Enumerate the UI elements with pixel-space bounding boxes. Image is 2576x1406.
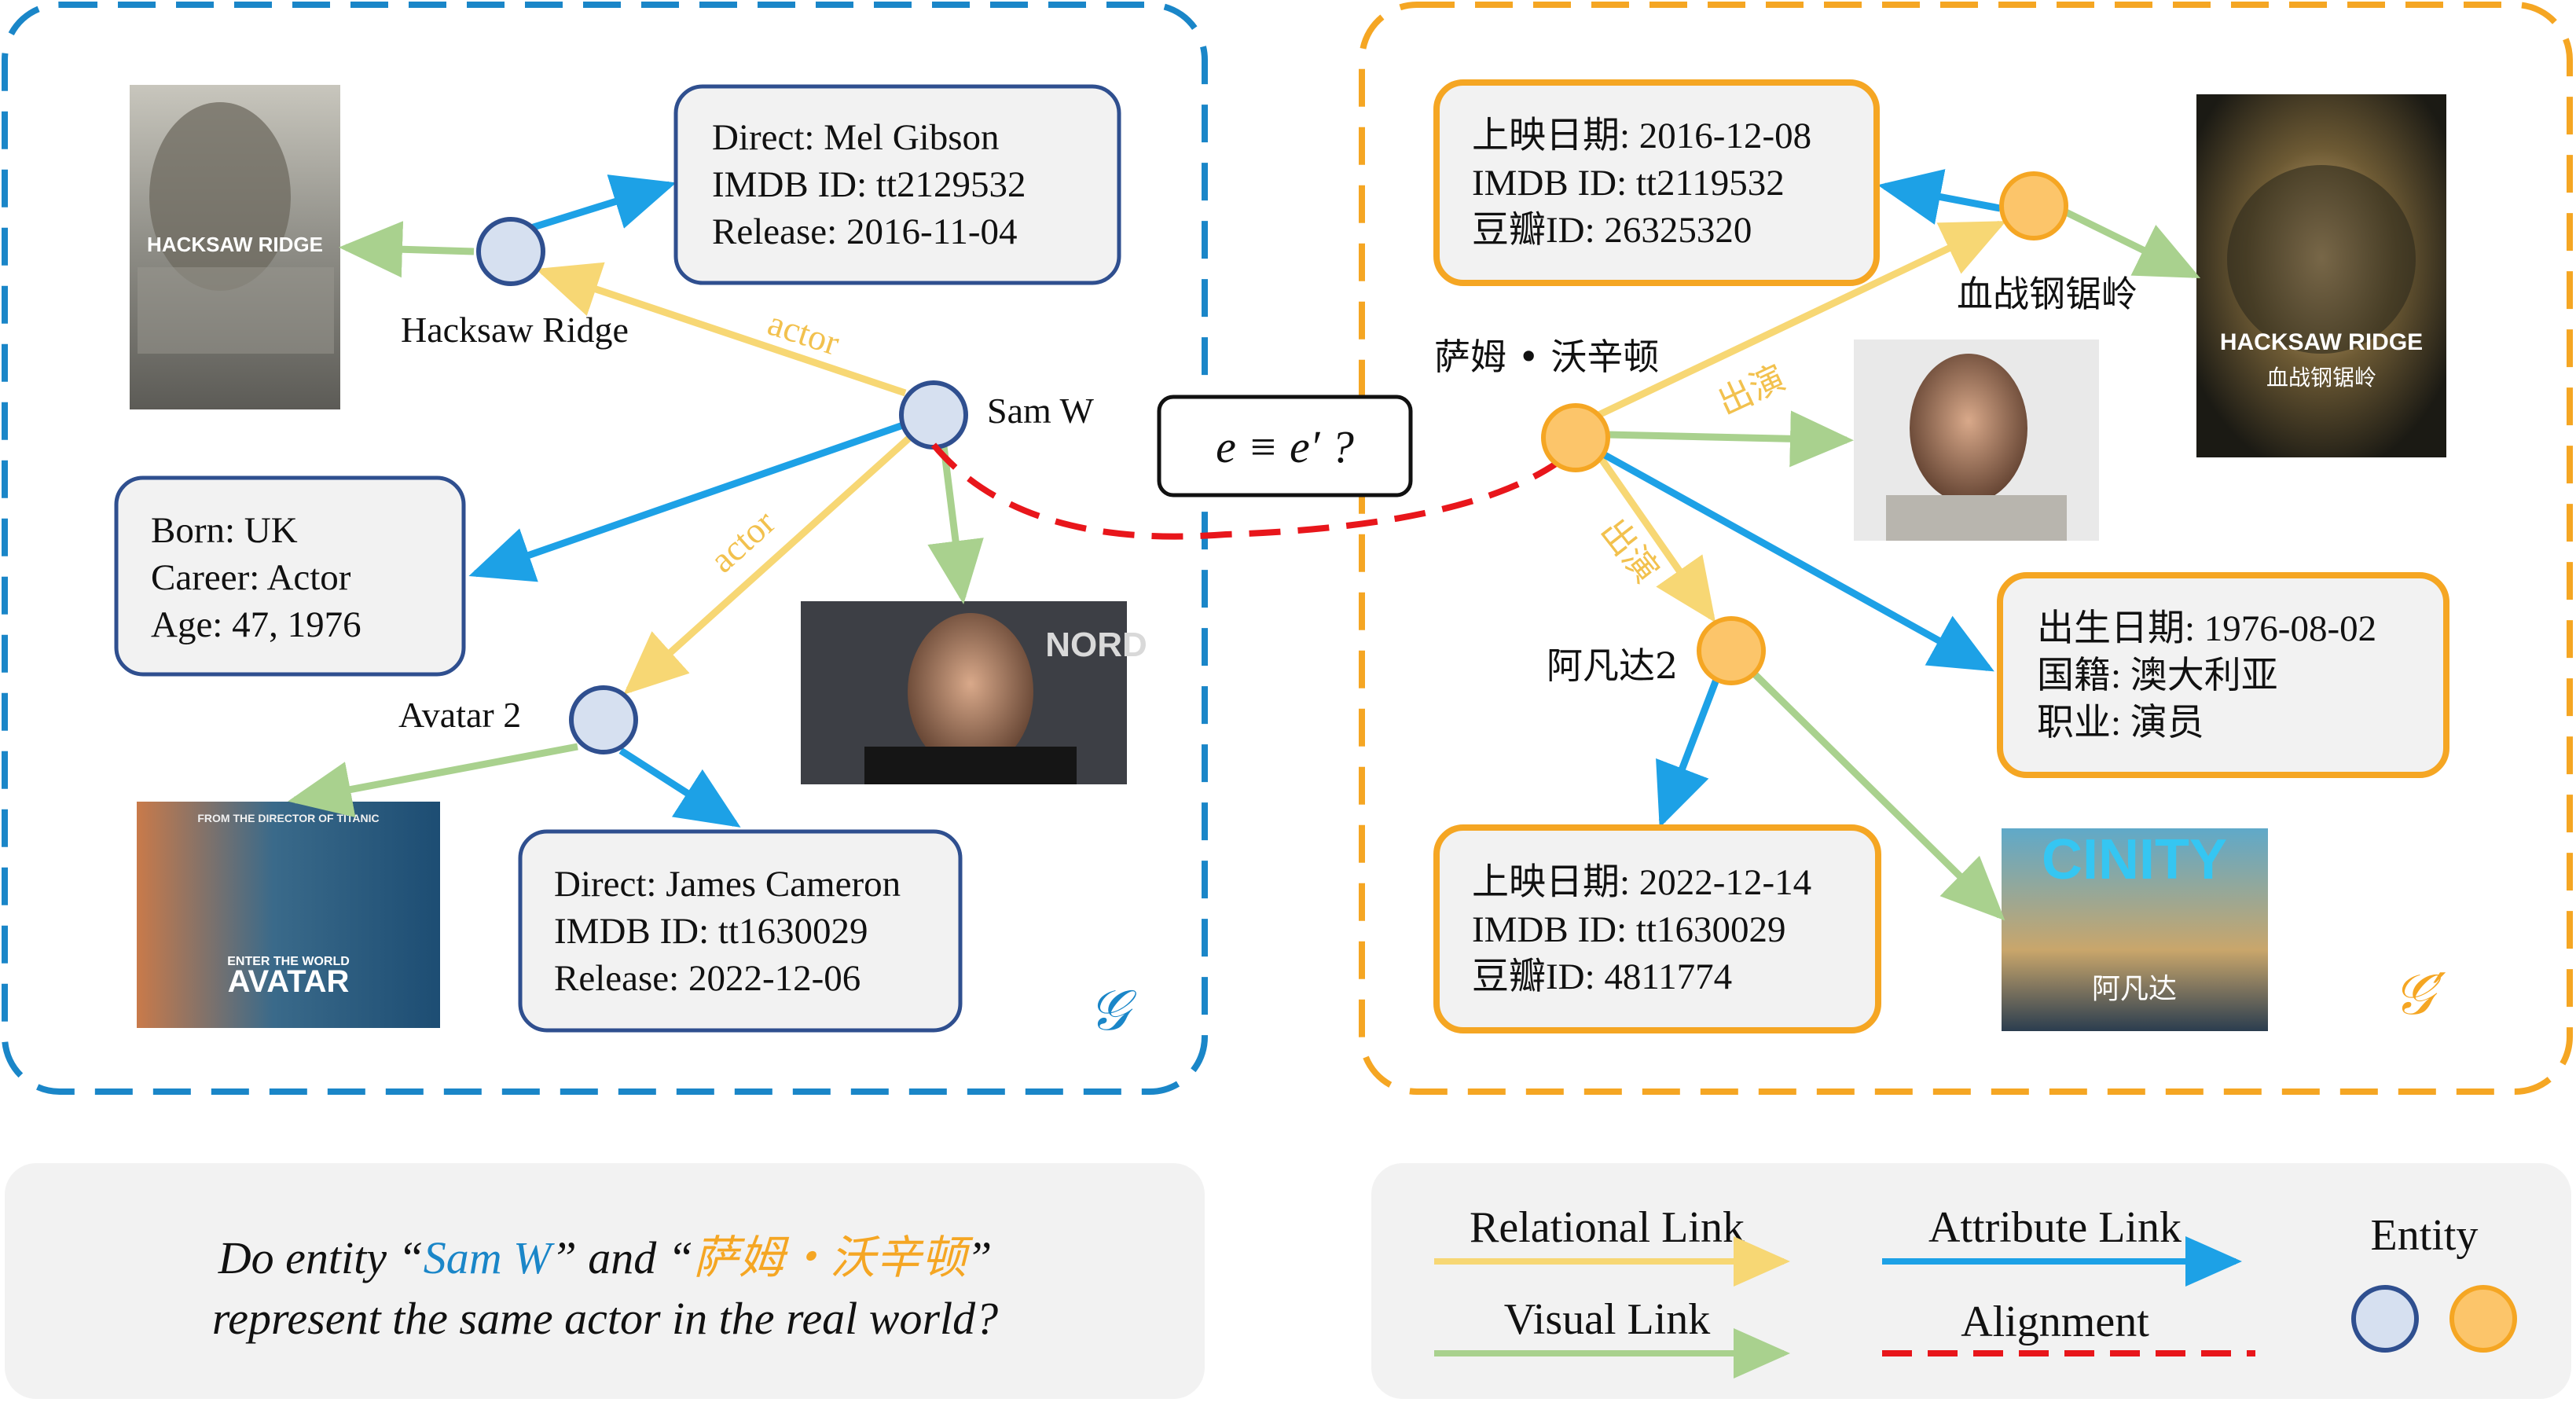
link-attr-sam <box>468 420 907 582</box>
question-line-2: represent the same actor in the real wor… <box>212 1293 998 1344</box>
relation-label-chuyan-avatar: 出演 <box>1592 512 1666 591</box>
sam-attr-line: Born: UK <box>151 510 298 551</box>
hacksaw-cn-poster-subtitle: 血战钢锯岭 <box>2266 365 2376 391</box>
link-attr-hacksaw <box>509 174 677 238</box>
link-attr-hacksaw-cn <box>1877 169 2001 225</box>
link-attr-avatar-cn <box>1656 676 1721 828</box>
avatar-attr-line: Release: 2022-12-06 <box>554 958 861 999</box>
entity-node-avatar-2 <box>569 685 638 754</box>
link-rel-chuyan-avatar <box>1596 453 1716 623</box>
hacksaw-cn-attribute-box: 上映日期: 2016-12-08 IMDB ID: tt2119532 豆瓣ID… <box>1433 79 1880 286</box>
alignment-link <box>930 442 1558 540</box>
entity-node-hacksaw-cn <box>1999 171 2068 240</box>
link-visual-sam-cn <box>1606 410 1854 468</box>
sam-cn-attr-line: 国籍: 澳大利亚 <box>2037 655 2278 696</box>
hacksaw-attribute-box: Direct: Mel Gibson IMDB ID: tt2129532 Re… <box>673 84 1121 285</box>
sam-cn-attribute-box: 出生日期: 1976-08-02 国籍: 澳大利亚 职业: 演员 <box>1997 572 2449 778</box>
sam-w-photo: NORD <box>801 601 1147 784</box>
sam-attribute-box: Born: UK Career: Actor Age: 47, 1976 <box>114 475 466 677</box>
entity-label-hacksaw-ridge: Hacksaw Ridge <box>401 310 629 350</box>
relation-label-chuyan-hacksaw: 出演 <box>1712 358 1791 423</box>
sam-attr-line: Age: 47, 1976 <box>151 604 361 645</box>
entity-node-avatar-cn <box>1697 616 1766 685</box>
hacksaw-cn-attr-line: 上映日期: 2016-12-08 <box>1472 116 1811 156</box>
graph-g-prime-symbol: 𝒢′ <box>2393 961 2446 1027</box>
avatar-cn-poster-brand: CINITY <box>2042 828 2227 891</box>
hacksaw-cn-attr-line: IMDB ID: tt2119532 <box>1472 163 1785 204</box>
question-entity-cn: 萨姆・沃辛顿 <box>693 1231 974 1284</box>
legend-attribute-label: Attribute Link <box>1928 1203 2182 1252</box>
link-rel-actor-hacksaw <box>535 262 907 397</box>
alignment-question-text: e ≡ e′ ? <box>1216 421 1354 472</box>
hacksaw-poster-title: HACKSAW RIDGE <box>147 233 323 256</box>
question-suffix: ” <box>967 1232 992 1283</box>
legend-alignment-label: Alignment <box>1961 1298 2149 1346</box>
legend-visual-label: Visual Link <box>1504 1295 1711 1344</box>
avatar-attr-line: Direct: James Cameron <box>554 864 901 905</box>
link-visual-hacksaw <box>339 221 475 278</box>
avatar-cn-attr-line: 上映日期: 2022-12-14 <box>1472 862 1811 903</box>
relation-label-actor-avatar: actor <box>702 502 782 580</box>
entity-label-sam-cn: 萨姆 • 沃辛顿 <box>1434 336 1659 378</box>
entity-label-avatar-cn: 阿凡达2 <box>1547 644 1678 687</box>
hacksaw-ridge-cn-poster-image: HACKSAW RIDGE 血战钢锯岭 <box>2196 94 2446 457</box>
legend-relational-label: Relational Link <box>1470 1203 1745 1252</box>
avatar-attribute-box: Direct: James Cameron IMDB ID: tt1630029… <box>518 829 963 1033</box>
relation-label-actor-hacksaw: actor <box>763 303 844 363</box>
entity-label-hacksaw-cn: 血战钢锯岭 <box>1957 273 2137 315</box>
link-visual-sam <box>927 439 984 604</box>
link-attr-sam-cn <box>1597 449 1994 672</box>
avatar-attr-line: IMDB ID: tt1630029 <box>554 911 868 952</box>
sam-cn-attr-line: 职业: 演员 <box>2037 703 2204 743</box>
link-visual-avatar <box>288 743 578 818</box>
hacksaw-ridge-poster-image: HACKSAW RIDGE <box>130 85 340 409</box>
sam-worthington-photo <box>1854 340 2099 541</box>
question-prefix: Do entity “ <box>218 1232 424 1283</box>
legend-panel <box>1371 1163 2571 1399</box>
hacksaw-attr-line: Release: 2016-11-04 <box>712 211 1018 252</box>
hacksaw-attr-line: IMDB ID: tt2129532 <box>712 164 1026 205</box>
link-attr-avatar <box>618 747 741 828</box>
question-line-1: Do entity “Sam W” and “萨姆・沃辛顿” <box>218 1231 992 1284</box>
entity-label-avatar-2: Avatar 2 <box>398 695 521 735</box>
question-panel <box>5 1163 1205 1399</box>
link-rel-actor-avatar <box>623 429 919 696</box>
avatar-cn-attr-line: IMDB ID: tt1630029 <box>1472 909 1786 950</box>
graph-g-panel <box>2 2 1208 1095</box>
legend-entity-label: Entity <box>2371 1211 2479 1260</box>
legend-entity-blue-node <box>2351 1285 2419 1353</box>
avatar-poster-top: FROM THE DIRECTOR OF TITANIC <box>197 812 379 824</box>
hacksaw-attr-line: Direct: Mel Gibson <box>712 117 1000 158</box>
avatar-poster-image: FROM THE DIRECTOR OF TITANIC ENTER THE W… <box>137 802 440 1028</box>
entity-node-sam-cn <box>1541 403 1610 472</box>
hacksaw-cn-attr-line: 豆瓣ID: 26325320 <box>1472 210 1752 251</box>
link-rel-chuyan-hacksaw <box>1594 220 2007 420</box>
photo-backdrop-text: NORD <box>1045 626 1147 664</box>
legend-entity-orange-node <box>2449 1285 2517 1353</box>
graph-g-prime-panel <box>1359 2 2573 1095</box>
question-entity-en: Sam W <box>424 1232 555 1283</box>
link-visual-hacksaw-cn <box>2061 207 2201 279</box>
sam-cn-attr-line: 出生日期: 1976-08-02 <box>2037 608 2376 649</box>
entity-label-sam-w: Sam W <box>987 391 1094 431</box>
avatar-poster-title: AVATAR <box>228 964 350 999</box>
question-mid: ” and “ <box>551 1232 693 1283</box>
avatar-2-cn-poster-image: CINITY 阿凡达 <box>2002 828 2268 1031</box>
hacksaw-cn-poster-title: HACKSAW RIDGE <box>2220 329 2423 355</box>
alignment-question-box: e ≡ e′ ? <box>1157 395 1413 497</box>
sam-attr-line: Career: Actor <box>151 557 351 598</box>
link-visual-avatar-cn <box>1749 669 2005 921</box>
avatar-cn-attr-line: 豆瓣ID: 4811774 <box>1472 956 1732 997</box>
entity-node-sam-w <box>899 380 968 450</box>
avatar-poster-tagline: ENTER THE WORLD <box>227 955 350 968</box>
entity-node-hacksaw-ridge <box>476 217 545 286</box>
avatar-cn-attribute-box: 上映日期: 2022-12-14 IMDB ID: tt1630029 豆瓣ID… <box>1433 824 1881 1033</box>
graph-g-symbol: 𝒢 <box>1088 977 1137 1043</box>
avatar-cn-poster-title: 阿凡达 <box>2092 973 2177 1005</box>
